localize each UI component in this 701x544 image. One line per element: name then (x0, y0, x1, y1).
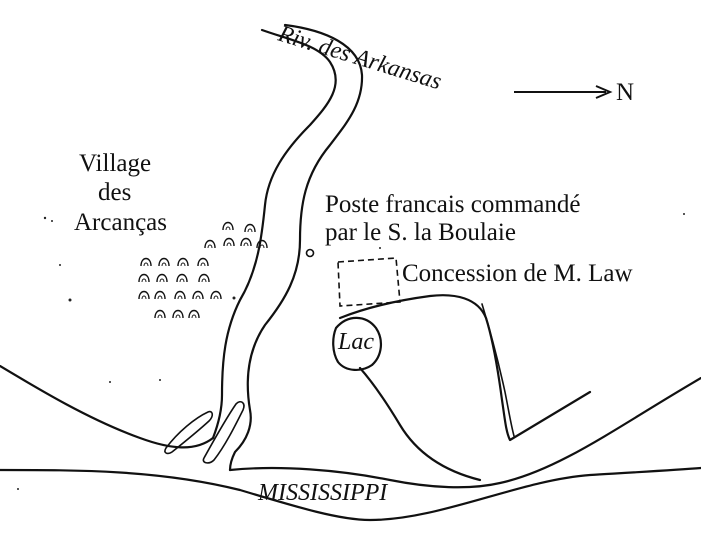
map-specks (17, 213, 685, 490)
label-lake: Lac (337, 329, 374, 355)
label-riv-des: Riv. des Arkansas (274, 21, 444, 96)
mississippi-upper-bank-east (228, 376, 701, 489)
french-post-marker (305, 248, 315, 258)
label-village-1: Village (79, 150, 151, 177)
village-hut (138, 290, 150, 300)
village-hut (154, 290, 166, 300)
village-hut (176, 273, 188, 283)
village-hut (256, 239, 268, 249)
village-hut (188, 309, 200, 319)
village-hut (198, 273, 210, 283)
lake-outline (332, 316, 382, 371)
label-mississippi: MISSISSIPPI (257, 480, 388, 506)
village-hut (240, 237, 252, 247)
riv-text: Riv. des Arkansas (274, 21, 444, 96)
arkansas-river-left-bank (211, 28, 337, 440)
village-hut (138, 273, 150, 283)
north-arrow (514, 85, 613, 99)
village-hut (244, 223, 256, 233)
peninsula-south-shore (358, 366, 482, 482)
label-concession: Concession de M. Law (402, 260, 633, 287)
mississippi-upper-bank (0, 364, 215, 449)
village-hut (172, 309, 184, 319)
arkansas-river-right-bank (228, 23, 364, 472)
village-hut (174, 290, 186, 300)
village-hut (158, 257, 170, 267)
mississippi-lower-bank (0, 466, 701, 522)
village-hut (223, 237, 235, 247)
village-hut (192, 290, 204, 300)
village-hut (210, 290, 222, 300)
village-huts (138, 221, 268, 319)
label-village-2: des (98, 179, 131, 206)
village-hut (222, 221, 234, 231)
village-hut (140, 257, 152, 267)
island-east (202, 401, 245, 464)
village-hut (197, 257, 209, 267)
peninsula-inner-bank (481, 303, 515, 437)
island-west (164, 410, 214, 455)
concession-boundary (337, 257, 401, 307)
label-north: N (616, 79, 634, 106)
label-post-2: par le S. la Boulaie (325, 219, 516, 246)
village-hut (156, 273, 168, 283)
label-post-1: Poste francais commandé (325, 191, 580, 218)
village-hut (177, 257, 189, 267)
label-village-3: Arcanças (74, 209, 167, 236)
village-hut (204, 239, 216, 249)
village-hut (154, 309, 166, 319)
peninsula-outline (338, 294, 592, 442)
